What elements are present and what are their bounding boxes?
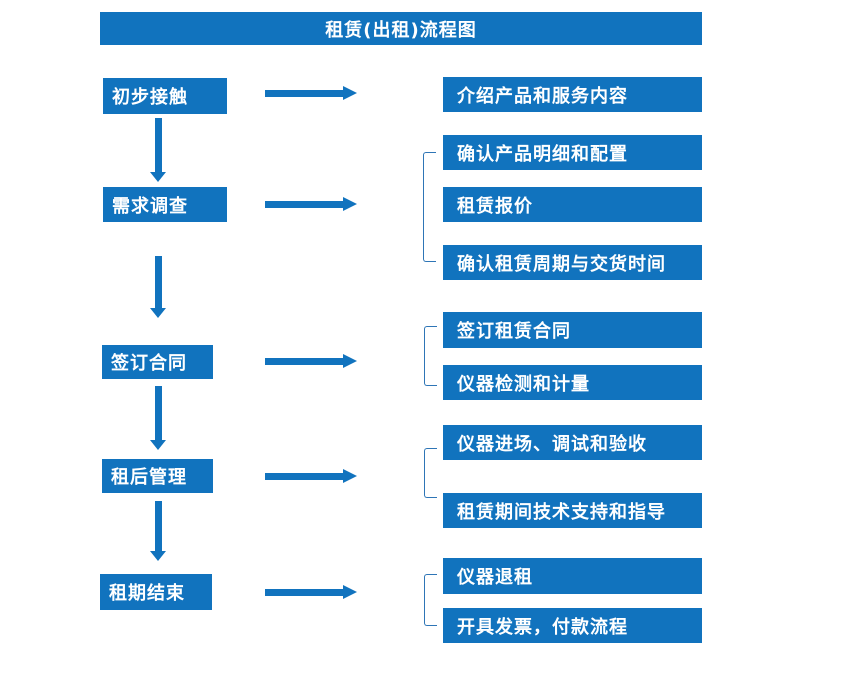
detail-box-confirm-period-delivery: 确认租赁周期与交货时间 [443, 245, 702, 280]
stage-box-sign-contract: 签订合同 [102, 345, 213, 379]
down-arrow-icon [150, 118, 166, 182]
arrow-head [150, 172, 166, 182]
detail-box-technical-support: 租赁期间技术支持和指导 [443, 493, 702, 528]
arrow-shaft [265, 90, 344, 97]
detail-box-invoice-payment: 开具发票，付款流程 [443, 608, 702, 643]
group-bracket [424, 448, 437, 498]
right-arrow-icon [265, 469, 357, 484]
arrow-head [343, 86, 357, 100]
arrow-shaft [154, 501, 162, 552]
right-arrow-icon [265, 585, 357, 600]
detail-box-instrument-setup-acceptance: 仪器进场、调试和验收 [443, 425, 702, 460]
stage-box-post-rental-management: 租后管理 [102, 459, 213, 493]
right-arrow-icon [265, 354, 357, 369]
detail-box-instrument-inspection: 仪器检测和计量 [443, 365, 702, 400]
right-arrow-icon [265, 86, 357, 101]
detail-box-confirm-product-config: 确认产品明细和配置 [443, 135, 702, 170]
group-bracket [423, 152, 436, 262]
arrow-shaft [265, 201, 344, 208]
stage-box-lease-end: 租期结束 [100, 574, 212, 610]
detail-box-instrument-return: 仪器退租 [443, 558, 702, 594]
arrow-head [150, 551, 166, 561]
arrow-head [150, 308, 166, 318]
stage-box-initial-contact: 初步接触 [103, 78, 227, 114]
arrow-shaft [154, 118, 162, 173]
arrow-shaft [265, 473, 344, 480]
group-bracket [424, 326, 437, 386]
group-bracket [424, 574, 437, 626]
arrow-shaft [265, 589, 344, 596]
arrow-head [343, 469, 357, 483]
down-arrow-icon [150, 501, 166, 561]
flowchart-title: 租赁(出租)流程图 [100, 12, 702, 45]
arrow-shaft [154, 256, 162, 309]
detail-box-rental-quote: 租赁报价 [443, 187, 702, 222]
arrow-head [150, 440, 166, 450]
arrow-shaft [154, 386, 162, 441]
down-arrow-icon [150, 386, 166, 450]
stage-box-needs-survey: 需求调查 [103, 187, 227, 222]
detail-box-introduce-products: 介绍产品和服务内容 [443, 77, 702, 112]
arrow-head [343, 354, 357, 368]
down-arrow-icon [150, 256, 166, 318]
arrow-head [343, 197, 357, 211]
arrow-shaft [265, 358, 344, 365]
detail-box-sign-rental-contract: 签订租赁合同 [443, 312, 702, 348]
right-arrow-icon [265, 197, 357, 212]
arrow-head [343, 585, 357, 599]
